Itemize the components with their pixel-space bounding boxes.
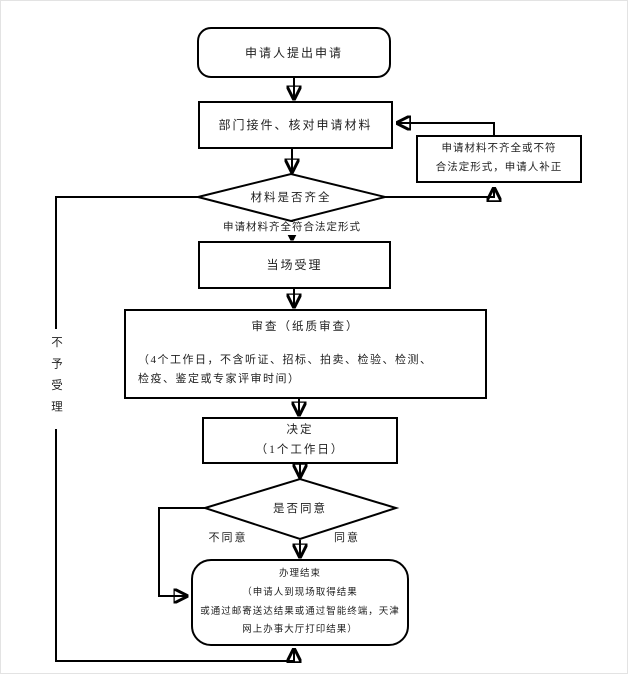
node-accept-label: 当场受理 xyxy=(266,258,323,272)
node-result-label: 办理结束 （申请人到现场取得结果 或通过邮寄送达结果或通过智能终端，天津 网上办… xyxy=(200,569,400,636)
node-receive: 部门接件、核对申请材料 xyxy=(198,101,393,149)
node-result: 办理结束 （申请人到现场取得结果 或通过邮寄送达结果或通过智能终端，天津 网上办… xyxy=(191,559,409,646)
node-decide-label: 决定 （1个工作日） xyxy=(255,423,345,456)
edge-label-reject: 不予受理 xyxy=(47,329,65,429)
edge-label-agree: 同意 xyxy=(334,532,360,544)
node-correction-label: 申请材料不齐全或不符 合法定形式，申请人补正 xyxy=(435,143,563,173)
node-review-note: （4个工作日，不含听证、招标、拍卖、检验、检测、 检疫、鉴定或专家评审时间） xyxy=(138,354,433,385)
edge-reject-bypass xyxy=(55,196,294,661)
node-correction: 申请材料不齐全或不符 合法定形式，申请人补正 xyxy=(416,135,582,183)
node-accept: 当场受理 xyxy=(198,241,391,289)
edge-label-disagree: 不同意 xyxy=(208,532,248,544)
node-start: 申请人提出申请 xyxy=(197,27,391,78)
node-review: 审查（纸质审查） （4个工作日，不含听证、招标、拍卖、检验、检测、 检疫、鉴定或… xyxy=(124,309,487,399)
decision-materials-label: 材料是否齐全 xyxy=(250,192,332,204)
edge-correction-to-receive xyxy=(398,123,495,135)
edge-disagree-loop xyxy=(158,507,205,596)
decision-materials-diamond xyxy=(197,172,386,223)
decision-agree-diamond xyxy=(201,477,400,541)
node-review-title: 审查（纸质审查） xyxy=(251,321,360,333)
edge-label-materials-ok: 申请材料齐全符合法定形式 xyxy=(192,222,392,235)
node-receive-label: 部门接件、核对申请材料 xyxy=(218,118,373,132)
edge-diamond1-to-correction xyxy=(385,189,494,197)
decision-agree-label: 是否同意 xyxy=(273,503,327,515)
node-start-label: 申请人提出申请 xyxy=(244,45,343,60)
node-decide: 决定 （1个工作日） xyxy=(202,417,398,464)
